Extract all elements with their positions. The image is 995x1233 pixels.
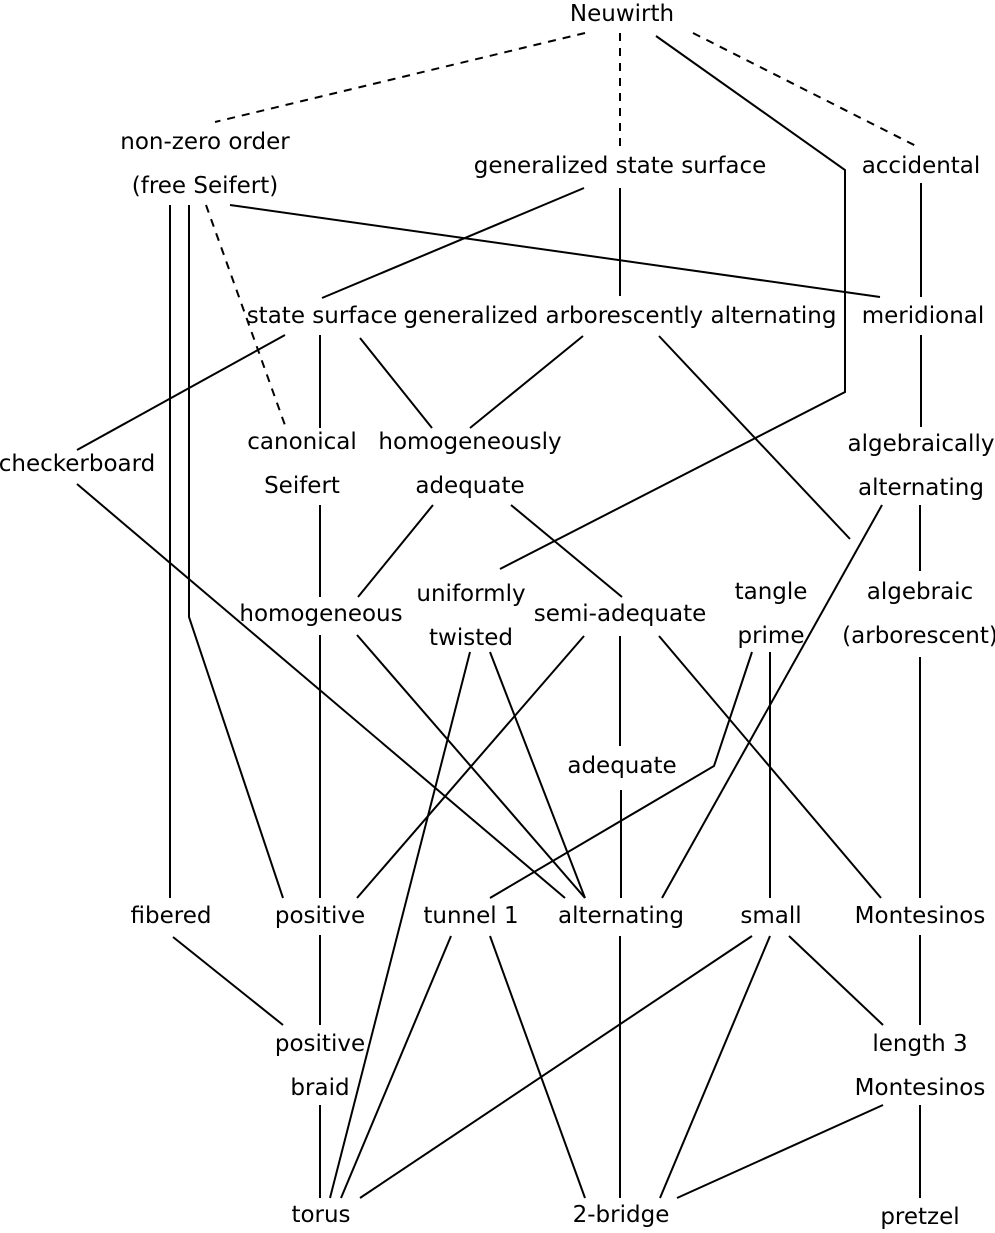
node-label: Seifert [264,473,340,499]
edge-length3_montesinos-to-two_bridge [676,1104,884,1199]
edge-homog_adequate-to-semi_adequate [510,504,623,598]
node-label: state surface [247,303,398,329]
node-label: tangle [735,579,808,605]
node-label: non-zero order [120,129,290,155]
node-label: meridional [862,303,985,329]
node-label: Neuwirth [570,1,674,27]
node-label: small [740,903,801,929]
edge-state_surface-to-homog_adequate [359,337,433,429]
node-label: (free Seifert) [132,173,278,199]
node-label: positive [275,1031,365,1057]
node-label: adequate [567,753,676,779]
node-meridional: meridional [862,303,985,329]
node-label: prime [737,623,804,649]
edge-tangle_prime-to-tunnel1 [489,651,753,899]
node-label: pretzel [880,1204,959,1230]
node-pretzel: pretzel [880,1204,959,1230]
node-algebraic: algebraic (arborescent) [842,579,995,649]
node-two-bridge: 2-bridge [573,1202,670,1228]
edge-gen_state_surface-to-state_surface [321,187,585,299]
node-adequate: adequate [567,753,676,779]
node-label: Montesinos [855,1075,986,1101]
node-homogeneous: homogeneous [239,601,402,627]
edge-neuwirth-to-uniformly_twisted [499,35,846,570]
node-nonzero-order: non-zero order (free Seifert) [120,129,290,199]
node-accidental: accidental [862,153,981,179]
node-label: generalized state surface [474,153,767,179]
node-semi-adequate: semi-adequate [534,601,707,627]
node-fibered: fibered [131,903,212,929]
node-label: torus [291,1202,350,1228]
edge-neuwirth-to-accidental [692,32,921,149]
node-checkerboard: checkerboard [0,451,155,477]
edge-nonzero_order-to-canonical_seifert [205,204,287,429]
node-uniformly-twisted: uniformly twisted [416,581,525,651]
edge-small-to-torus [359,935,753,1199]
node-tunnel1: tunnel 1 [423,903,518,929]
node-label: braid [290,1075,349,1101]
node-label: twisted [429,625,513,651]
node-tangle-prime: tangle prime [735,579,808,649]
node-label: checkerboard [0,451,155,477]
edge-state_surface-to-checkerboard [76,334,286,451]
node-torus: torus [291,1202,350,1228]
node-neuwirth: Neuwirth [570,1,674,27]
node-label: canonical [247,429,357,455]
node-label: alternating [858,475,984,501]
edge-uniformly_twisted-to-torus [329,651,471,1199]
node-label: length 3 [872,1031,967,1057]
edge-gen_arbor_alt-to-algebraic [658,335,851,540]
node-label: uniformly [416,581,525,607]
node-label: semi-adequate [534,601,707,627]
node-label: tunnel 1 [423,903,518,929]
edge-tunnel1-to-torus [340,935,452,1199]
node-gen-arbor-alt: generalized arborescently alternating [404,303,837,329]
node-label: fibered [131,903,212,929]
node-label: (arborescent) [842,623,995,649]
node-label: adequate [415,473,524,499]
node-positive-braid: positive braid [275,1031,365,1101]
edge-small-to-length3_montesinos [788,935,884,1026]
node-gen-state-surface: generalized state surface [474,153,767,179]
node-label: 2-bridge [573,1202,670,1228]
node-label: algebraic [867,579,973,605]
edge-nonzero_order-to-meridional [229,204,881,298]
edge-nonzero_order-to-positive [188,205,284,899]
node-label: algebraically [848,431,995,457]
node-label: accidental [862,153,981,179]
node-montesinos: Montesinos [855,903,986,929]
edge-semi_adequate-to-positive [356,635,585,899]
edge-homog_adequate-to-homogeneous [357,504,434,598]
node-small: small [740,903,801,929]
node-alternating: alternating [558,903,684,929]
node-length3-montesinos: length 3 Montesinos [855,1031,986,1101]
node-positive: positive [275,903,365,929]
edge-uniformly_twisted-to-alternating [489,651,586,899]
node-label: Montesinos [855,903,986,929]
node-label: homogeneous [239,601,402,627]
node-label: generalized arborescently alternating [404,303,837,329]
node-label: positive [275,903,365,929]
edge-small-to-two_bridge [659,935,771,1199]
edge-tunnel1-to-two_bridge [489,935,586,1199]
edge-neuwirth-to-nonzero_order [214,32,586,123]
edge-gen_arbor_alt-to-homog_adequate [469,335,584,429]
node-homog-adequate: homogeneously adequate [378,429,561,499]
node-alg-alternating: algebraically alternating [848,431,995,501]
diagram-edges [76,32,922,1199]
edge-fibered-to-positive_braid [172,936,284,1026]
node-label: homogeneously [378,429,561,455]
node-state-surface: state surface [247,303,398,329]
edge-alg_alternating-to-alternating [661,504,883,899]
node-label: alternating [558,903,684,929]
